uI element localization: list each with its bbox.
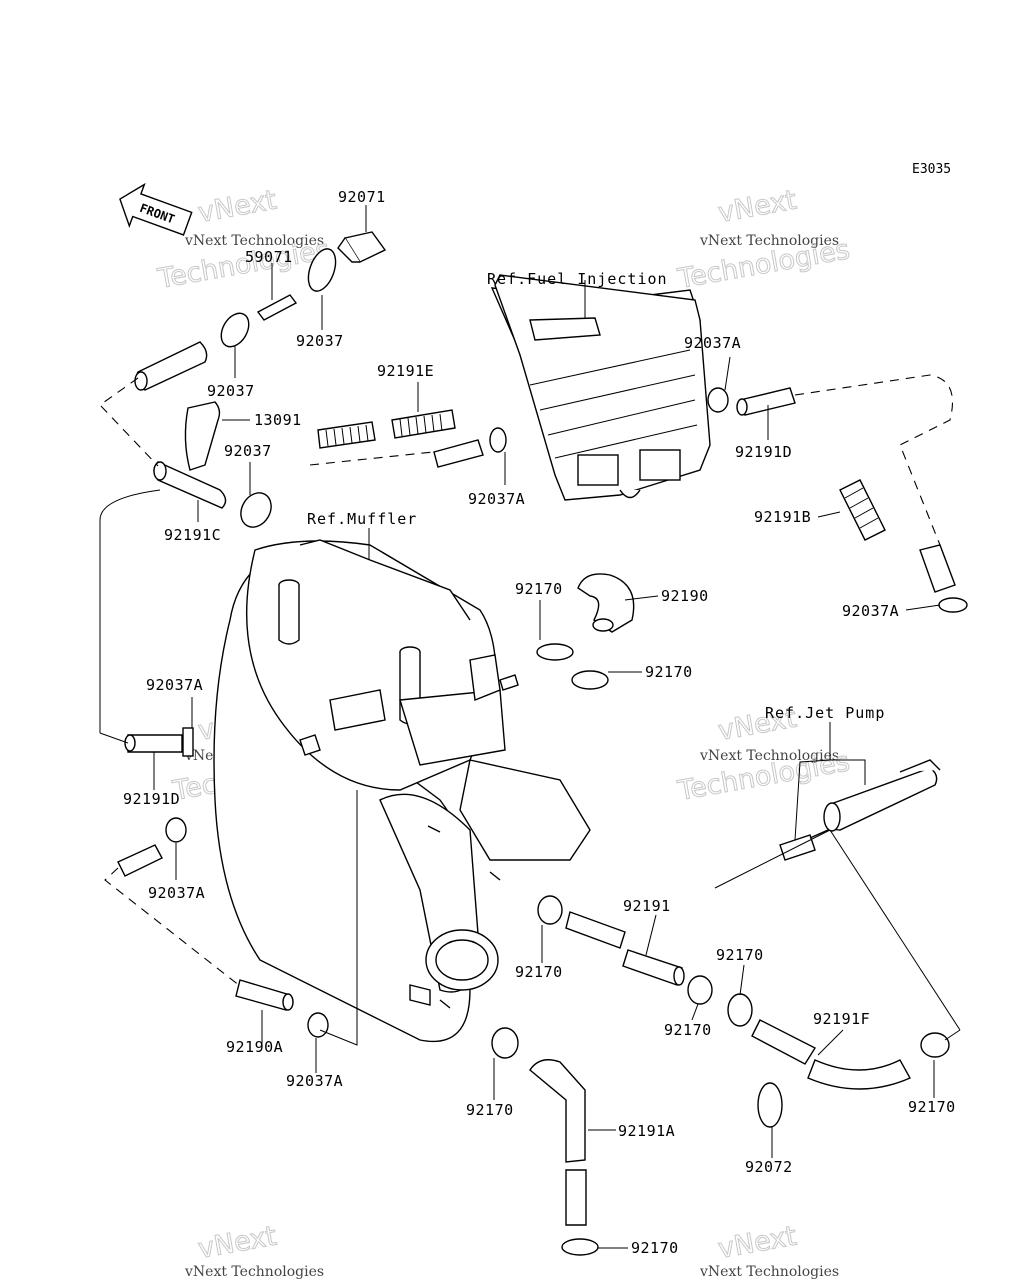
part-label: 92170 [664, 1021, 712, 1039]
part-label: 92037A [684, 334, 741, 352]
muffler-assembly [213, 539, 591, 1042]
part-label: 92191A [618, 1122, 675, 1140]
diagram-code: E3035 [912, 162, 951, 177]
part-label: 92170 [515, 580, 563, 598]
part-label: 92037A [286, 1072, 343, 1090]
ecu-unit [490, 274, 711, 501]
watermark-top-left: vNext vNext Technologies Technologies [154, 184, 332, 295]
ref-fuel-injection-label: Ref.Fuel Injection [487, 270, 668, 288]
svg-text:vNext Technologies: vNext Technologies [184, 1264, 324, 1280]
part-label: 92191C [164, 526, 221, 544]
part-label: 59071 [245, 248, 293, 266]
svg-text:vNext: vNext [196, 185, 279, 229]
ref-muffler-label: Ref.Muffler [307, 510, 417, 528]
jet-pump-assembly [779, 759, 941, 861]
part-label: 92170 [631, 1239, 679, 1257]
svg-text:vNext Technologies: vNext Technologies [699, 748, 839, 764]
part-label: 92037 [296, 332, 344, 350]
part-label: 92191E [377, 362, 434, 380]
part-label: 92191D [123, 790, 180, 808]
part-label: 92191 [623, 897, 671, 915]
part-label: 92037A [468, 490, 525, 508]
part-label: 92037A [148, 884, 205, 902]
part-label: 13091 [254, 411, 302, 429]
part-label: 92037A [146, 676, 203, 694]
part-label: 92037 [207, 382, 255, 400]
watermark-top-right: vNext vNext Technologies Technologies [674, 184, 852, 295]
part-label: 92170 [908, 1098, 956, 1116]
svg-text:vNext: vNext [196, 1221, 279, 1265]
svg-text:vNext Technologies: vNext Technologies [699, 1264, 839, 1280]
part-label: 92170 [515, 963, 563, 981]
part-label: 92190A [226, 1038, 283, 1056]
routing-lines [99, 374, 961, 1046]
svg-text:vNext: vNext [716, 1221, 799, 1265]
part-label: 92191B [754, 508, 811, 526]
watermark-bottom: vNext vNext Technologies vNext vNext Tec… [184, 1220, 839, 1280]
hoses [117, 231, 956, 1226]
part-label: 92191D [735, 443, 792, 461]
part-label: 92071 [338, 188, 386, 206]
svg-text:vNext Technologies: vNext Technologies [184, 233, 324, 249]
part-label: 92191F [813, 1010, 870, 1028]
part-label: 92190 [661, 587, 709, 605]
part-label: 92072 [745, 1158, 793, 1176]
svg-text:vNext: vNext [716, 185, 799, 229]
part-label: 92170 [466, 1101, 514, 1119]
part-label: 92170 [716, 946, 764, 964]
front-arrow-icon: FRONT [119, 182, 193, 236]
ref-jet-pump-label: Ref.Jet Pump [765, 704, 885, 722]
part-label: 92170 [645, 663, 693, 681]
part-label: 92037A [842, 602, 899, 620]
clamps [165, 248, 968, 1256]
svg-text:vNext Technologies: vNext Technologies [699, 233, 839, 249]
leader-lines [153, 205, 941, 1249]
part-label: 92037 [224, 442, 272, 460]
